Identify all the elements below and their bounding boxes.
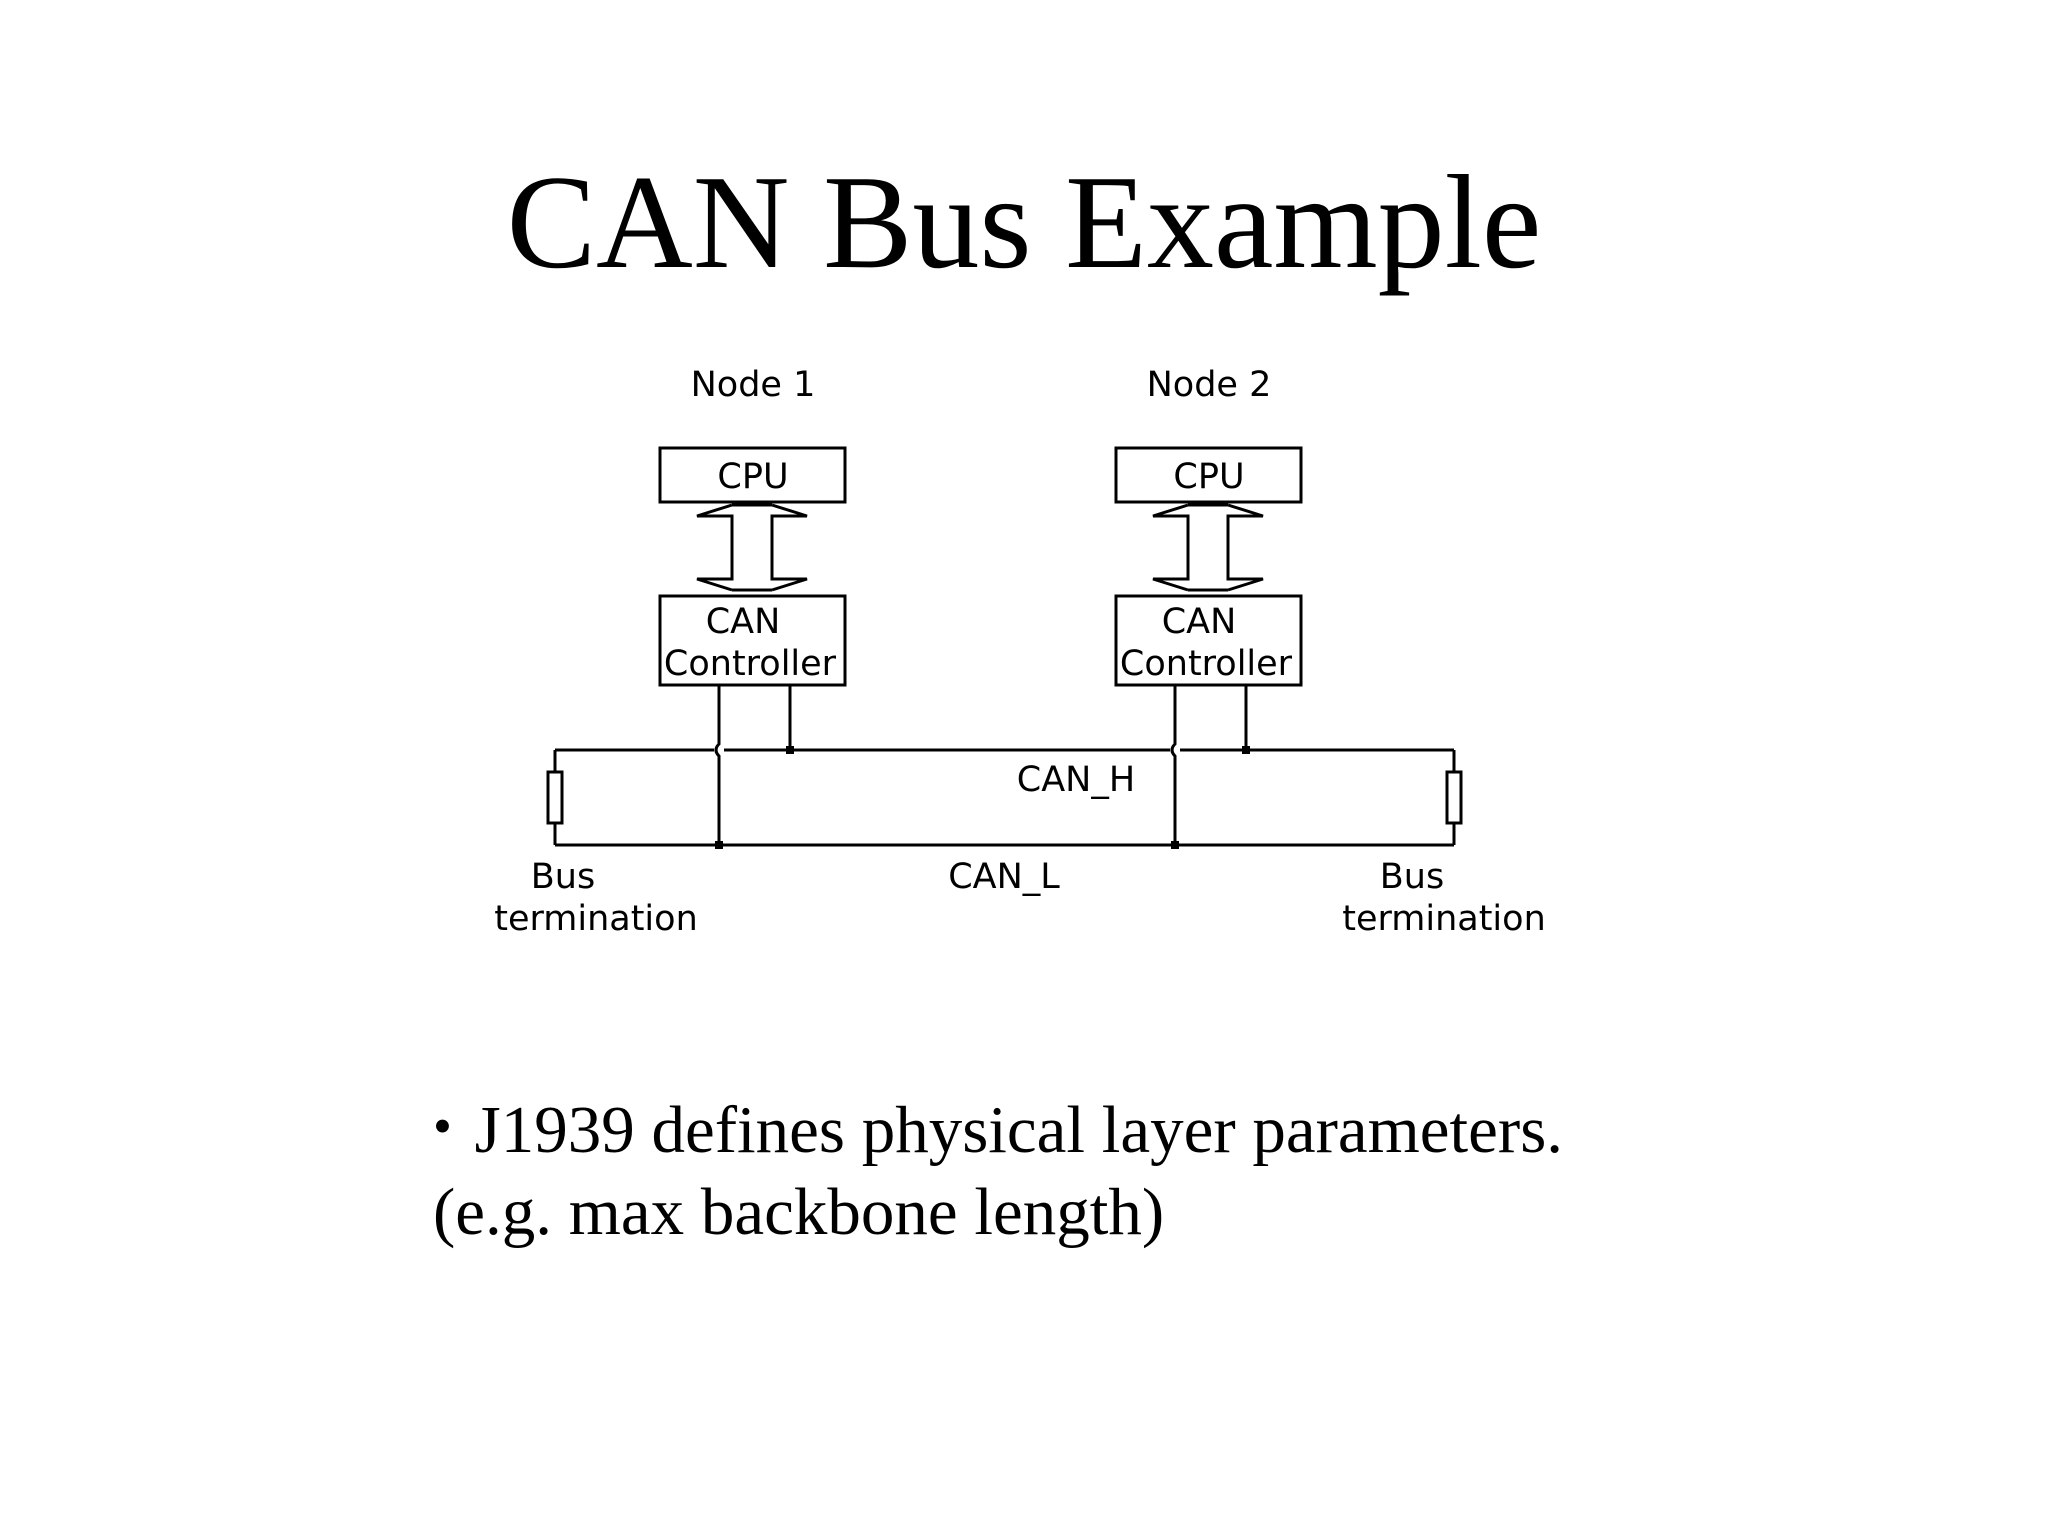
node-1-controller-label-line-1: CAN [706,602,781,642]
right-termination-label-line-1: Bus [1380,857,1444,897]
node-2-cpu-label: CPU [1173,457,1244,497]
node-2-can-l-drop [1170,685,1177,845]
node-2-cpu-box [1114,446,1303,504]
node-2-controller-label-line-2: Controller [1120,644,1293,684]
left-termination-resistor [546,770,564,825]
right-termination-label-line-2: termination [1342,899,1546,939]
left-termination-label-line-1: Bus [531,857,595,897]
bullet-text: J1939 defines physical layer parameters. [474,1093,1564,1167]
node-1-controller-label-line-2: Controller [664,644,837,684]
right-termination-resistor [1445,770,1463,825]
junction-dot [1171,841,1179,849]
junction-dot [1242,746,1250,754]
can-h-label: CAN_H [1017,760,1135,800]
node-2-controller-box [1114,594,1303,687]
body-text: • J1939 defines physical layer parameter… [433,1085,1563,1253]
bullet-marker: • [433,1096,452,1156]
can-l-label: CAN_L [948,857,1060,897]
junction-dot [715,841,723,849]
junction-dot [786,746,794,754]
bullet-line: • J1939 defines physical layer parameter… [433,1085,1563,1171]
node-1-cpu-box [658,446,847,504]
left-termination-label-line-2: termination [494,899,698,939]
node-2-label: Node 2 [1147,365,1272,405]
node-1-can-l-drop [714,685,721,845]
node-1-label: Node 1 [691,365,816,405]
node-2-controller-label-line-1: CAN [1162,602,1237,642]
bullet-continuation: (e.g. max backbone length) [433,1175,1165,1249]
slide-title: CAN Bus Example [506,148,1542,296]
node-1-controller-box [658,594,847,687]
node-1-data-arrow [696,503,808,592]
node-1-cpu-label: CPU [717,457,788,497]
node-2-data-arrow [1152,503,1264,592]
